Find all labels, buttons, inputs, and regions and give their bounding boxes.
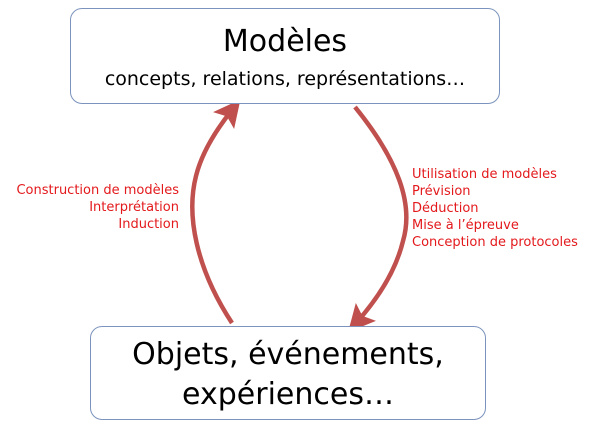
label-conception: Conception de protocoles: [412, 235, 578, 250]
objects-line-2: expériences…: [182, 377, 394, 412]
arrow-down-right: [348, 105, 409, 333]
objects-box: Objets, événements, expériences…: [90, 326, 486, 420]
deduction-labels: Utilisation de modèles Prévision Déducti…: [412, 166, 578, 251]
label-interpretation: Interprétation: [89, 200, 179, 215]
label-mise-a-lepreuve: Mise à l’épreuve: [412, 218, 519, 233]
models-title: Modèles: [222, 24, 348, 59]
label-construction: Construction de modèles: [16, 183, 179, 198]
models-subtitle: concepts, relations, représentations…: [104, 68, 466, 90]
models-box: Modèles concepts, relations, représentat…: [70, 8, 500, 104]
label-induction: Induction: [118, 217, 179, 232]
objects-line-1: Objets, événements,: [132, 337, 444, 372]
label-prevision: Prévision: [412, 184, 471, 199]
induction-labels: Construction de modèles Interprétation I…: [16, 182, 179, 233]
arrow-up-left: [190, 99, 241, 325]
label-deduction: Déduction: [412, 201, 479, 216]
label-utilisation: Utilisation de modèles: [412, 167, 557, 182]
